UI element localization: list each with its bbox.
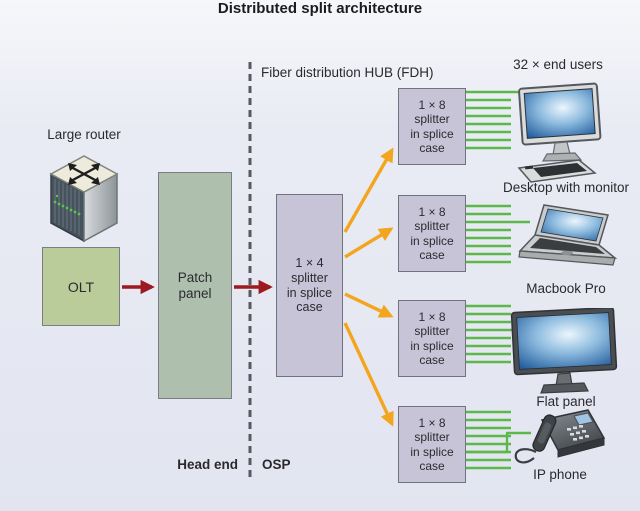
flat-panel-label: Flat panel xyxy=(536,394,596,409)
patch-panel-label-line1: Patch xyxy=(177,269,213,285)
patch-panel-label-line2: panel xyxy=(178,285,212,301)
ip-phone-icon xyxy=(514,409,606,464)
splitter-1x8-4-line3: in splice xyxy=(410,444,454,459)
splitter-1x8-2-line3: in splice xyxy=(410,233,454,248)
macbook-label: Macbook Pro xyxy=(526,281,606,296)
desktop-label: Desktop with monitor xyxy=(502,180,630,195)
arrow-1x4-to-1x8-splitter-1 xyxy=(343,147,394,233)
head-end-label: Head end xyxy=(177,457,238,472)
large-router-label: Large router xyxy=(47,127,121,142)
arrow-1x4-to-1x8-splitter-4 xyxy=(343,322,394,427)
olt-label: OLT xyxy=(67,278,95,295)
splitter-1x8-1-line2: splitter xyxy=(414,112,450,127)
splitter-1x4-line2: splitter xyxy=(291,270,328,285)
splitter-1x8-3-line2: splitter xyxy=(414,324,450,339)
patch-panel-box: Patch panel xyxy=(158,172,232,399)
splitter-1x8-2-line1: 1 × 8 xyxy=(418,205,446,220)
splitter-1x4-line1: 1 × 4 xyxy=(295,256,324,270)
arrow-1x4-to-1x8-splitter-2 xyxy=(344,227,394,259)
splitter-1x8-3-line1: 1 × 8 xyxy=(418,310,446,325)
splitter-1x8-1-line4: case xyxy=(419,140,445,155)
splitter-1x8-box-3: 1 × 8 splitter in splice case xyxy=(398,300,466,377)
splitter-1x8-box-4: 1 × 8 splitter in splice case xyxy=(398,406,466,483)
splitter-1x8-3-line4: case xyxy=(419,352,445,367)
splitter-1x4-line3: in splice xyxy=(286,285,333,300)
splitter-1x8-1-line3: in splice xyxy=(410,126,454,141)
router-icon xyxy=(49,155,119,243)
ip-phone-label: IP phone xyxy=(533,467,587,482)
diagram-title: Distributed split architecture xyxy=(217,0,423,17)
desktop-icon xyxy=(517,82,602,183)
splitter-1x8-box-1: 1 × 8 splitter in splice case xyxy=(398,88,466,165)
splitter-1x4-line4: case xyxy=(296,300,323,315)
router-arrows-glyph xyxy=(70,165,98,183)
splitter-1x8-4-line4: case xyxy=(419,458,445,473)
arrow-1x4-to-1x8-splitter-3 xyxy=(344,292,394,318)
osp-label: OSP xyxy=(262,457,291,472)
splitter-1x8-4-line1: 1 × 8 xyxy=(418,416,446,431)
laptop-icon xyxy=(518,204,618,266)
end-users-label: 32 × end users xyxy=(513,57,603,72)
fdh-label: Fiber distribution HUB (FDH) xyxy=(261,65,434,80)
splitter-1x8-1-line1: 1 × 8 xyxy=(418,98,446,113)
splitter-1x4-box: 1 × 4 splitter in splice case xyxy=(276,194,343,377)
splitter-1x8-box-2: 1 × 8 splitter in splice case xyxy=(398,195,466,272)
olt-box: OLT xyxy=(42,247,120,326)
splitter-1x8-3-line3: in splice xyxy=(410,338,454,353)
splitter-1x8-2-line2: splitter xyxy=(414,219,450,234)
flat-panel-icon xyxy=(510,308,618,394)
splitter-1x8-2-line4: case xyxy=(419,247,445,262)
splitter-1x8-4-line2: splitter xyxy=(414,430,450,445)
phone-cord xyxy=(514,448,537,464)
